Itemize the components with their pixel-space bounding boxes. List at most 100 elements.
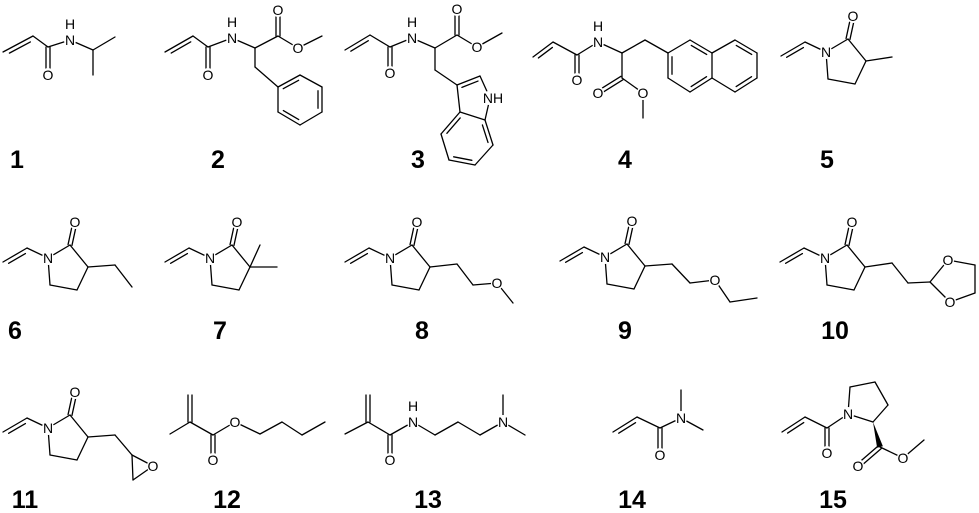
atom-label-background bbox=[654, 448, 666, 462]
single-bond bbox=[301, 421, 326, 436]
single-bond bbox=[846, 244, 866, 268]
oxygen-atom-label: O bbox=[230, 414, 241, 430]
oxygen-atom-label: O bbox=[655, 447, 666, 463]
atom-label-background bbox=[942, 253, 954, 267]
atom-label-background bbox=[272, 3, 284, 17]
compound-number-layer: 1 2 3 4 5 6 7 8 9 10 11 12 13 14 15 bbox=[8, 146, 849, 513]
compound-label-5: 5 bbox=[820, 146, 834, 174]
single-bond bbox=[606, 283, 635, 290]
single-bond bbox=[457, 421, 481, 436]
atom-label-background bbox=[491, 276, 503, 290]
oxygen-atom-label: O bbox=[572, 72, 583, 88]
oxygen-atom-label: O bbox=[70, 214, 81, 230]
double-bond bbox=[277, 74, 301, 88]
double-bond bbox=[559, 246, 585, 262]
atom-label-background bbox=[202, 68, 214, 82]
oxygen-atom-label: O bbox=[638, 85, 649, 101]
double-bond bbox=[344, 34, 371, 51]
double-bond bbox=[612, 416, 638, 433]
atom-label-background bbox=[819, 251, 831, 265]
atom-label-background bbox=[226, 31, 238, 45]
single-bond bbox=[189, 421, 214, 436]
nitrogen-atom-label: N bbox=[820, 250, 830, 266]
double-bond bbox=[780, 41, 806, 57]
single-bond bbox=[907, 281, 931, 284]
atom-label-background bbox=[592, 86, 604, 100]
single-bond bbox=[434, 69, 458, 86]
oxygen-atom-label: O bbox=[710, 272, 721, 288]
hydrogen-atom-label: H bbox=[593, 18, 603, 34]
single-bond bbox=[621, 39, 646, 54]
single-bond bbox=[259, 421, 283, 435]
double-bond bbox=[2, 247, 28, 263]
oxygen-atom-label: O bbox=[943, 252, 954, 268]
single-bond bbox=[874, 381, 889, 406]
oxygen-atom-label: O bbox=[203, 67, 214, 83]
nitrogen-atom-label: N bbox=[843, 406, 853, 422]
single-bond bbox=[853, 266, 866, 291]
single-bond bbox=[369, 34, 391, 48]
single-bond bbox=[636, 416, 661, 429]
atom-label-background bbox=[226, 15, 238, 29]
double-bond-inner bbox=[349, 252, 369, 265]
double-bond bbox=[689, 77, 713, 93]
hydrogen-atom-label: H bbox=[65, 16, 75, 32]
atom-label-background bbox=[626, 214, 638, 228]
single-bond bbox=[826, 284, 855, 291]
atom-label-background bbox=[820, 45, 832, 59]
double-bond bbox=[344, 247, 370, 263]
single-bond bbox=[169, 421, 191, 435]
atom-label-background bbox=[637, 86, 649, 100]
compound-label-6: 6 bbox=[8, 317, 22, 345]
hydrogen-atom-label: H bbox=[408, 398, 418, 414]
double-bond-inner bbox=[282, 79, 300, 90]
single-bond bbox=[299, 74, 323, 88]
atom-label-background bbox=[229, 415, 241, 429]
oxygen-atom-label: O bbox=[492, 275, 503, 291]
nitrogen-atom-label: N bbox=[205, 250, 215, 266]
double-bond bbox=[532, 41, 554, 58]
atom-label-background bbox=[599, 250, 611, 264]
single-bond bbox=[238, 266, 251, 291]
oxygen-atom-label: O bbox=[43, 67, 54, 83]
single-bond bbox=[864, 262, 893, 268]
atom-label-background bbox=[64, 17, 76, 31]
double-bond-inner bbox=[446, 117, 461, 134]
oxygen-atom-label: O bbox=[848, 8, 859, 24]
atom-label-background bbox=[42, 68, 54, 82]
single-bond bbox=[76, 266, 89, 291]
atom-label-background bbox=[675, 411, 687, 425]
single-bond bbox=[131, 454, 134, 481]
compound-label-1: 1 bbox=[10, 146, 24, 174]
oxygen-atom-label: O bbox=[945, 294, 956, 310]
atom-label-background bbox=[592, 35, 604, 49]
single-bond bbox=[299, 111, 323, 126]
single-bond bbox=[671, 263, 691, 284]
nitrogen-atom-label: N bbox=[593, 34, 603, 50]
single-bond bbox=[729, 297, 758, 303]
atom-label-background bbox=[204, 251, 216, 265]
single-bond bbox=[847, 38, 867, 62]
compound-label-14: 14 bbox=[618, 486, 646, 513]
wedge-bond bbox=[873, 422, 883, 448]
compound-label-9: 9 bbox=[618, 317, 632, 345]
atom-label-background bbox=[42, 251, 54, 265]
double-bond-inner bbox=[564, 251, 584, 264]
single-bond bbox=[211, 284, 240, 291]
double-bond-inner bbox=[7, 252, 27, 265]
double-bond-inner bbox=[453, 156, 473, 161]
single-bond bbox=[87, 264, 116, 268]
single-bond bbox=[849, 381, 876, 388]
double-bond-inner bbox=[785, 46, 805, 59]
single-bond bbox=[459, 111, 486, 121]
oxygen-atom-label: O bbox=[208, 452, 219, 468]
oxygen-atom-label: O bbox=[148, 458, 159, 474]
single-bond bbox=[114, 434, 133, 456]
single-bond bbox=[411, 244, 431, 268]
nitrogen-atom-label: N bbox=[43, 420, 53, 436]
double-bond bbox=[277, 111, 301, 126]
single-bond bbox=[254, 66, 279, 88]
atom-label-background bbox=[497, 415, 509, 429]
compound-label-8: 8 bbox=[415, 317, 429, 345]
